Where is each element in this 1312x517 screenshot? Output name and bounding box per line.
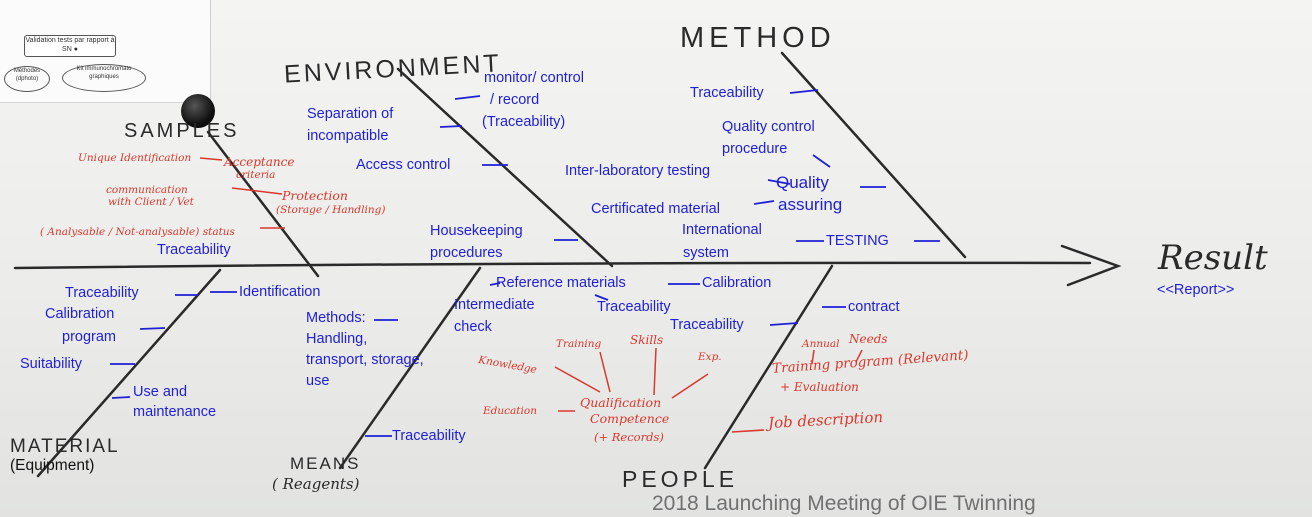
method-quality: Quality — [776, 173, 829, 192]
method-bone — [780, 51, 967, 259]
people-training: Training — [556, 338, 602, 350]
validation-box: Validation tests par rapport à SN ● — [24, 35, 116, 57]
samples-protection-2: (Storage / Handling) — [276, 204, 386, 216]
paper-sheet: Validation tests par rapport à SN ● Méth… — [0, 0, 211, 103]
means-intermediate-1: Intermediate — [454, 297, 535, 313]
env-separation-2: incompatible — [307, 128, 389, 144]
people-evaluation: + Evaluation — [780, 380, 859, 394]
material-calibration-2: program — [62, 329, 116, 345]
category-result: Result — [1158, 238, 1268, 278]
means-reference: Reference materials — [496, 275, 626, 291]
env-monitor-1: monitor/ control — [484, 70, 584, 86]
samples-communication-2: with Client / Vet — [108, 196, 194, 208]
means-traceability-bottom: Traceability — [392, 428, 466, 444]
samples-analysable: ( Analysable / Not-analysable) status — [40, 226, 235, 238]
method-assuring: assuring — [778, 195, 843, 214]
samples-bone — [206, 130, 320, 278]
means-intermediate-2: check — [454, 319, 492, 335]
arrow-head — [1060, 244, 1122, 287]
material-traceability: Traceability — [65, 285, 139, 301]
left-bubble: Méthodes (dphoto) — [4, 66, 50, 92]
validation-text: Validation tests par rapport à SN ● — [25, 37, 115, 53]
people-bone — [703, 264, 834, 470]
category-means-sub: ( Reagents) — [272, 475, 360, 493]
category-material: MATERIAL — [10, 436, 120, 457]
means-methods-4: use — [306, 373, 330, 389]
method-interlab: Inter-laboratory testing — [565, 163, 711, 179]
footer-caption: 2018 Launching Meeting of OIE Twinning — [652, 492, 1036, 515]
left-bubble-text: Méthodes (dphoto) — [13, 68, 41, 82]
env-access: Access control — [356, 157, 451, 173]
result-report: <<Report>> — [1157, 282, 1235, 298]
samples-acceptance-2: criteria — [236, 169, 276, 181]
category-means: MEANS — [290, 454, 361, 473]
category-method: METHOD — [680, 22, 836, 54]
people-records: (+ Records) — [594, 430, 664, 444]
right-bubble: Kit immunochromato graphiques — [62, 64, 146, 92]
method-qc-1: Quality control — [722, 119, 815, 135]
means-methods-1: Methods: — [306, 310, 366, 326]
category-samples: SAMPLES — [124, 120, 240, 142]
material-identification: Identification — [239, 284, 321, 300]
category-material-sub: (Equipment) — [10, 457, 95, 474]
method-qc-2: procedure — [722, 141, 788, 157]
material-calibration-1: Calibration — [45, 306, 115, 322]
means-methods-3: transport, storage, — [306, 352, 424, 368]
people-exp: Exp. — [698, 351, 722, 363]
people-skills: Skills — [630, 333, 664, 347]
people-traceability: Traceability — [670, 317, 744, 333]
people-qualification: Qualification — [580, 395, 662, 410]
samples-traceability: Traceability — [157, 242, 231, 258]
samples-protection-1: Protection — [282, 188, 348, 203]
people-contract: contract — [848, 299, 900, 315]
env-monitor-3: (Traceability) — [482, 114, 566, 130]
method-certificated: Certificated material — [591, 201, 720, 217]
env-monitor-2: / record — [490, 92, 540, 108]
material-use-1: Use and — [133, 384, 188, 400]
env-housekeeping-1: Housekeeping — [430, 223, 523, 239]
samples-communication-1: communication — [106, 184, 188, 196]
env-housekeeping-2: procedures — [430, 245, 503, 261]
environment-bone — [396, 67, 614, 268]
people-competence: Competence — [590, 411, 670, 426]
people-needs: Needs — [849, 332, 888, 346]
magnet — [181, 94, 215, 128]
material-bone — [36, 268, 222, 478]
means-traceability-top: Traceability — [597, 299, 671, 315]
method-testing: TESTING — [826, 233, 889, 249]
method-traceability: Traceability — [690, 85, 764, 101]
means-methods-2: Handling, — [306, 331, 368, 347]
method-international-2: system — [683, 245, 729, 261]
people-annual: Annual — [802, 338, 840, 350]
method-international-1: International — [682, 222, 762, 238]
right-bubble-text: Kit immunochromato graphiques — [76, 66, 132, 80]
means-bone — [338, 266, 482, 470]
material-use-2: maintenance — [133, 404, 217, 420]
category-people: PEOPLE — [622, 466, 739, 492]
samples-unique-id: Unique Identification — [78, 152, 192, 164]
samples-acceptance-1: Acceptance — [224, 155, 295, 169]
spine-line — [13, 261, 1092, 270]
material-suitability: Suitability — [20, 356, 83, 372]
people-job: Job description — [767, 408, 884, 432]
people-education: Education — [483, 405, 537, 417]
env-separation-1: Separation of — [307, 106, 394, 122]
means-calibration: Calibration — [702, 275, 772, 291]
